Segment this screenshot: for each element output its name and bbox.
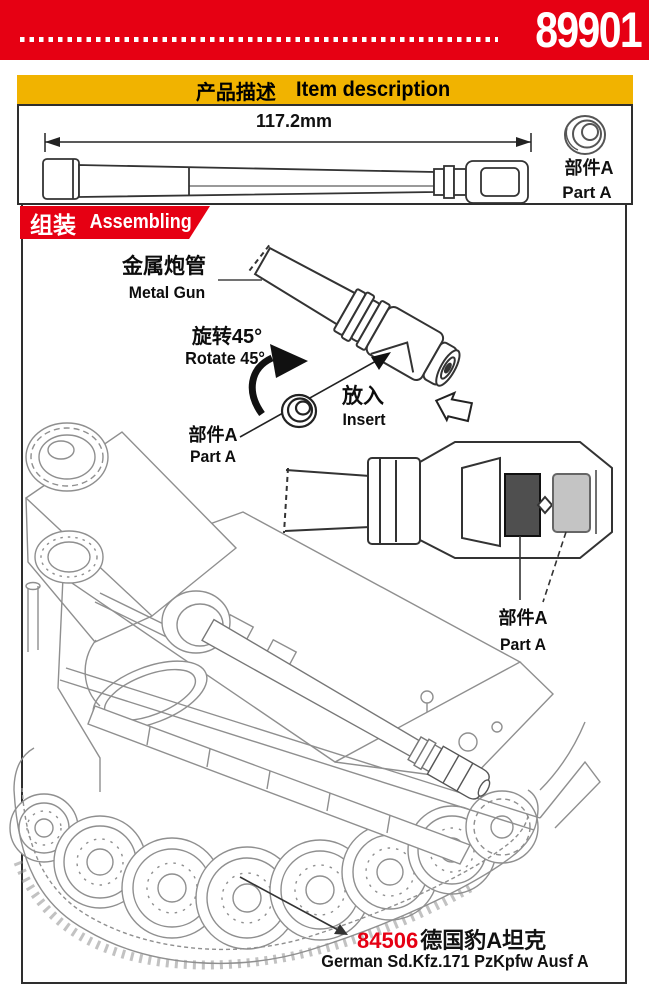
ring-part-icon xyxy=(564,115,606,155)
assembling-box xyxy=(21,203,627,984)
tank-drawing xyxy=(9,422,601,970)
header-label-cn: 产品描述 xyxy=(195,81,276,104)
dotted-divider-line xyxy=(20,37,498,42)
assembling-banner-cn: 组装 xyxy=(30,211,76,238)
item-description-box: 117.2mm xyxy=(17,104,633,205)
barrel-dimension-diagram xyxy=(42,115,606,203)
ring-part-drawing xyxy=(280,393,318,429)
part-a-label-cn: 部件A xyxy=(564,158,614,178)
part-a-label-en: Part A xyxy=(562,183,612,202)
assembling-banner-en: Assembling xyxy=(89,211,192,233)
rotate-label-cn: 旋转45° xyxy=(191,326,263,348)
insert-label-cn: 放入 xyxy=(342,385,384,408)
hollow-direction-arrow-icon xyxy=(434,391,474,423)
muzzle-assembly-drawing xyxy=(218,244,461,387)
part-a-installed-label-en: Part A xyxy=(500,635,546,654)
metal-gun-label-en: Metal Gun xyxy=(128,283,206,302)
part-a-insert-label-cn: 部件A xyxy=(188,425,238,445)
muzzle-cross-section-drawing xyxy=(283,441,613,603)
insert-leader-arrow-icon xyxy=(239,352,391,438)
tank-name-cn: 德国豹A坦克 xyxy=(420,928,547,953)
tank-kit-number: 84506 xyxy=(357,928,419,953)
insert-label-en: Insert xyxy=(342,410,386,429)
rotate-label-en: Rotate 45° xyxy=(185,348,265,368)
part-a-insert-label-en: Part A xyxy=(190,447,236,466)
header-label-en: Item description xyxy=(295,78,451,101)
metal-gun-label-cn: 金属炮管 xyxy=(122,255,206,278)
kit-number: 89901 xyxy=(535,2,642,58)
assembling-banner: 组装 Assembling xyxy=(20,206,210,239)
barrel-length-dimension: 117.2mm xyxy=(255,111,333,131)
caption-leader-arrow-icon xyxy=(239,876,348,935)
item-description-header: 产品描述 Item description xyxy=(17,75,633,105)
top-banner: 89901 xyxy=(0,0,649,60)
tank-name-en: German Sd.Kfz.171 PzKpfw Ausf A xyxy=(321,951,589,971)
tank-kit-caption: 84506德国豹A坦克 xyxy=(357,923,546,955)
curved-rotate-arrow-icon xyxy=(248,344,308,417)
part-a-installed-label-cn: 部件A xyxy=(498,608,548,628)
